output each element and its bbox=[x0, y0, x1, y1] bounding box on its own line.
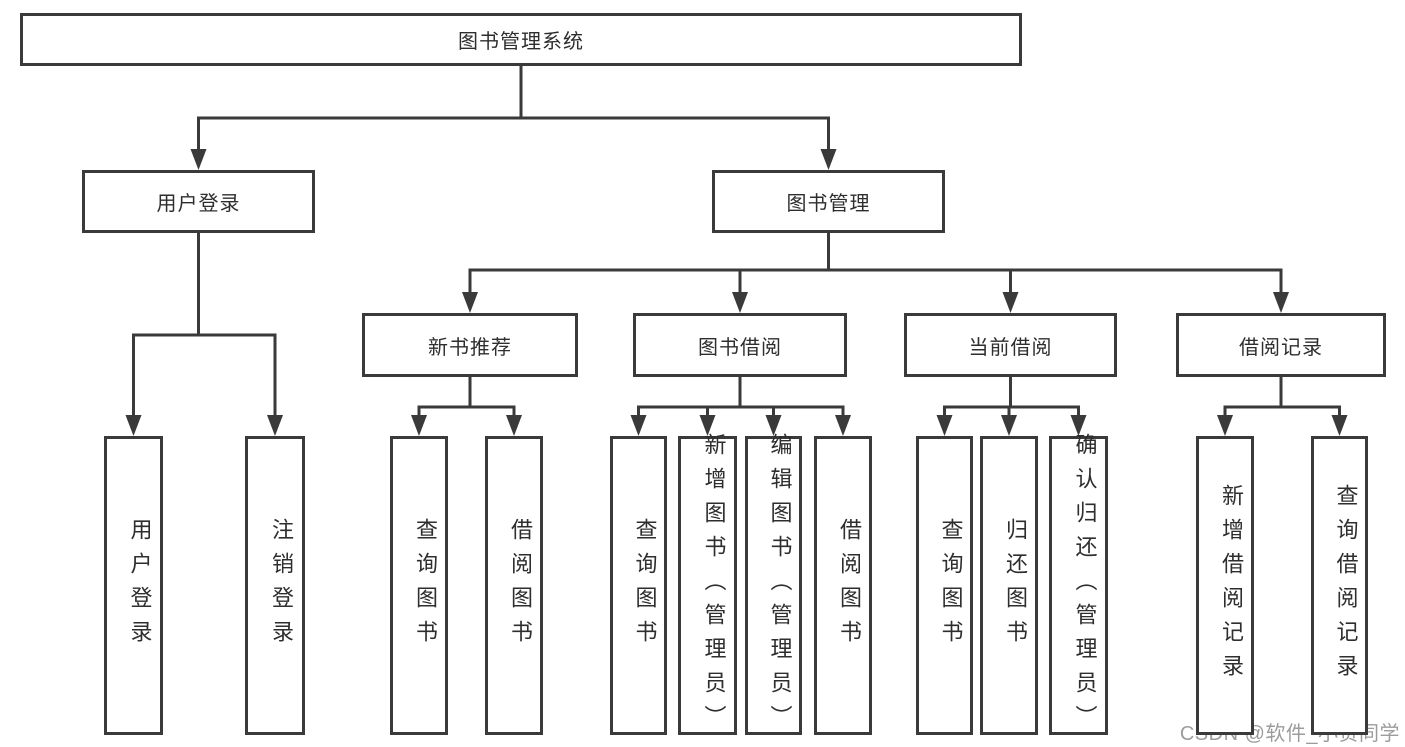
node-label-leaf-user-login: 用户登录 bbox=[127, 517, 153, 654]
node-label-user-login: 用户登录 bbox=[156, 193, 241, 215]
node-leaf-add-borrow-record: 新增借阅记录 bbox=[1196, 436, 1254, 735]
node-label-leaf-borrow-book-a: 借阅图书 bbox=[508, 517, 533, 654]
node-leaf-query-book-a: 查询图书 bbox=[390, 436, 448, 735]
node-book-borrowing: 图书借阅 bbox=[633, 313, 847, 377]
node-leaf-query-book-b: 查询图书 bbox=[610, 436, 667, 735]
node-label-book-borrowing: 图书借阅 bbox=[698, 336, 782, 359]
node-borrowing-records: 借阅记录 bbox=[1176, 313, 1386, 377]
node-label-leaf-query-book-b: 查询图书 bbox=[632, 517, 658, 654]
node-label-leaf-query-book-c: 查询图书 bbox=[938, 517, 964, 654]
node-book-management: 图书管理 bbox=[712, 170, 945, 233]
node-label-leaf-query-borrow-record: 查询借阅记录 bbox=[1333, 483, 1359, 688]
node-label-leaf-edit-book: 编辑图书（管理员） bbox=[767, 432, 793, 739]
node-label-current-borrowing: 当前借阅 bbox=[968, 336, 1053, 359]
node-label-leaf-add-book: 新增图书（管理员） bbox=[701, 432, 727, 739]
node-label-borrowing-records: 借阅记录 bbox=[1239, 336, 1323, 359]
node-user-login: 用户登录 bbox=[82, 170, 315, 233]
node-leaf-logout: 注销登录 bbox=[245, 436, 305, 735]
node-leaf-query-book-c: 查询图书 bbox=[916, 436, 973, 735]
node-label-leaf-query-book-a: 查询图书 bbox=[413, 517, 438, 654]
node-leaf-borrow-book-b: 借阅图书 bbox=[814, 436, 872, 735]
node-leaf-add-book: 新增图书（管理员） bbox=[678, 433, 737, 739]
node-label-book-management: 图书管理 bbox=[786, 193, 871, 215]
node-label-leaf-return-book: 归还图书 bbox=[1003, 517, 1028, 654]
node-label-new-book-recommend: 新书推荐 bbox=[428, 336, 512, 359]
node-leaf-edit-book: 编辑图书（管理员） bbox=[745, 433, 802, 739]
node-new-book-recommend: 新书推荐 bbox=[362, 313, 578, 377]
node-label-leaf-confirm-return: 确认归还（管理员） bbox=[1072, 432, 1098, 739]
node-label-leaf-borrow-book-b: 借阅图书 bbox=[837, 517, 862, 654]
node-root: 图书管理系统 bbox=[20, 13, 1022, 66]
node-leaf-confirm-return: 确认归还（管理员） bbox=[1049, 433, 1108, 739]
node-leaf-user-login: 用户登录 bbox=[104, 436, 163, 735]
node-label-leaf-add-borrow-record: 新增借阅记录 bbox=[1219, 483, 1244, 688]
node-label-root: 图书管理系统 bbox=[458, 31, 584, 53]
node-current-borrowing: 当前借阅 bbox=[904, 313, 1117, 377]
node-leaf-borrow-book-a: 借阅图书 bbox=[485, 436, 543, 735]
node-leaf-query-borrow-record: 查询借阅记录 bbox=[1311, 436, 1368, 735]
node-leaf-return-book: 归还图书 bbox=[980, 436, 1038, 735]
node-label-leaf-logout: 注销登录 bbox=[269, 517, 294, 654]
